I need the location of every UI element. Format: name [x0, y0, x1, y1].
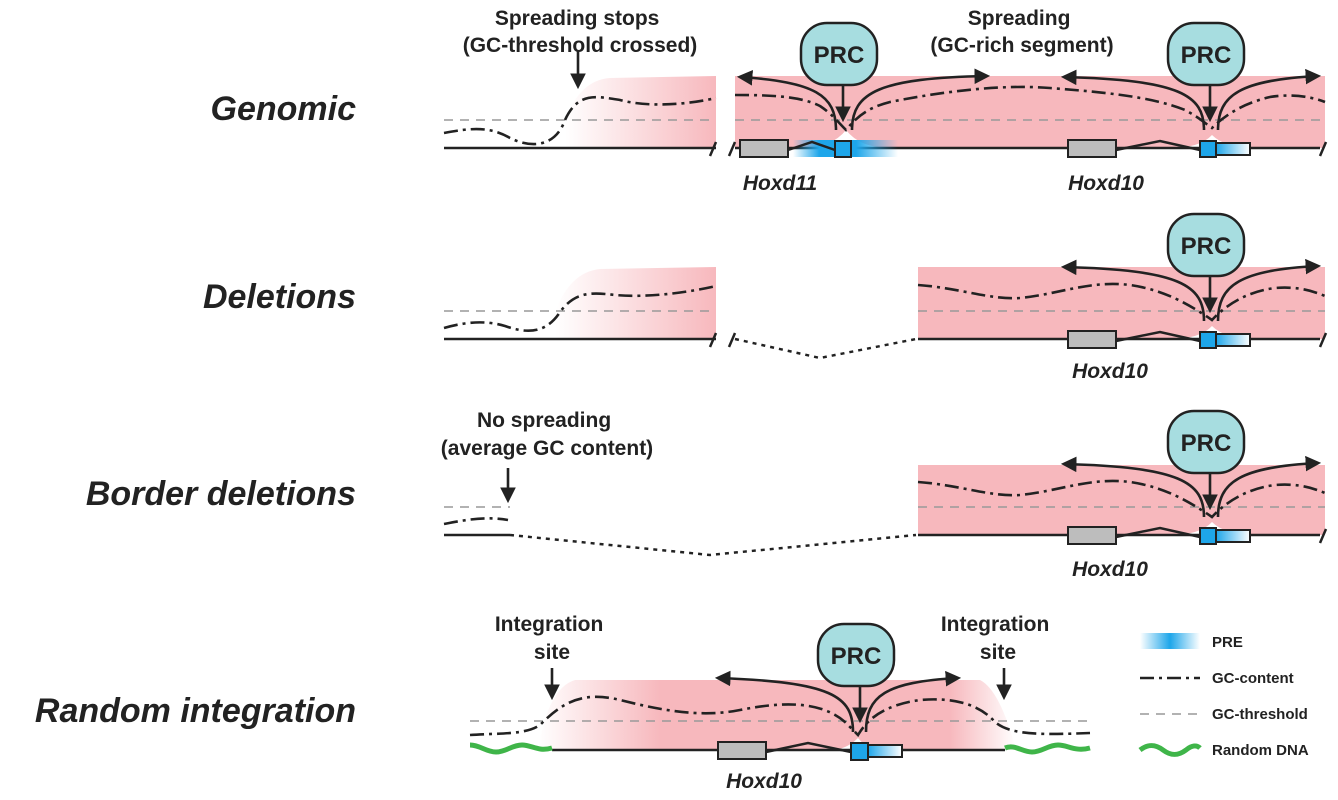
prc-bubble: [1166, 212, 1246, 278]
prc-bubble: [816, 622, 896, 688]
row-genomic: Genomic Spreading stops (GC-threshold cr…: [211, 7, 1328, 195]
gc-content-line: [917, 479, 1326, 519]
pre-element: [850, 742, 869, 761]
gene-label-hoxd10: Hoxd10: [1068, 172, 1144, 195]
legend-item-gc-content: GC-content: [1140, 670, 1294, 687]
pre-element: [1199, 331, 1217, 349]
legend-item-gc-threshold: GC-threshold: [1140, 706, 1308, 723]
spreading-arrow-right: [1216, 455, 1322, 518]
pink-domain-left: [555, 267, 716, 339]
annotation-integration-site-left: Integration site: [495, 613, 609, 664]
gene-label-hoxd10: Hoxd10: [1072, 558, 1148, 581]
row-label-random-integration: Random integration: [35, 692, 356, 730]
legend-label-pre: PRE: [1212, 634, 1243, 651]
prc-complex: PRC: [714, 622, 962, 733]
prc-complex: PRC: [1060, 21, 1322, 131]
spreading-arrow-left: [1060, 456, 1206, 518]
break-mark: [1318, 332, 1328, 348]
prc-label: PRC: [1181, 430, 1232, 457]
prc-label: PRC: [1181, 42, 1232, 69]
gene-box-hoxd10: [1067, 139, 1117, 158]
random-dna-left: [469, 742, 553, 755]
pre-gradient-icon: [1140, 633, 1200, 649]
pre-element: [834, 140, 852, 158]
legend-label-gc-content: GC-content: [1212, 670, 1294, 687]
gc-content-line: [443, 517, 509, 526]
legend: PRE GC-content GC-threshold Random DNA: [1138, 633, 1309, 759]
deleted-region-dotted-line: [509, 533, 917, 557]
pre-tail: [1215, 142, 1251, 156]
random-dna-right: [1004, 742, 1091, 755]
spreading-arrow-left: [1060, 259, 1206, 322]
row-label-genomic: Genomic: [211, 90, 357, 128]
prc-complex: PRC: [1060, 409, 1322, 518]
prc-label: PRC: [831, 643, 882, 670]
break-mark: [727, 141, 737, 157]
gene-box-hoxd11: [739, 139, 789, 158]
pre-element: [1199, 140, 1217, 158]
pre-tail: [1215, 529, 1251, 543]
annotation-no-spreading: No spreading (average GC content): [441, 409, 653, 460]
break-mark: [708, 332, 718, 348]
legend-item-pre: PRE: [1140, 633, 1243, 651]
spreading-arrow-left: [714, 670, 855, 733]
gc-content-line: [443, 284, 717, 332]
gc-content-line: [917, 282, 1326, 322]
legend-item-random-dna: Random DNA: [1138, 742, 1309, 759]
pink-domain-fade-left: [538, 680, 660, 750]
gene-label-hoxd10: Hoxd10: [1072, 360, 1148, 383]
gene-label-hoxd10: Hoxd10: [726, 770, 802, 793]
row-deletions: Deletions Hoxd10 PRC: [203, 212, 1328, 383]
pink-domain-center: [660, 680, 950, 750]
spreading-arrow-left: [736, 70, 838, 131]
pink-domain-right: [918, 267, 1325, 339]
intron-line: [787, 140, 836, 152]
annotation-spreading: Spreading (GC-rich segment): [930, 7, 1113, 57]
prc-bubble: [1166, 21, 1246, 87]
prc-label: PRC: [814, 42, 865, 69]
legend-label-random-dna: Random DNA: [1212, 742, 1309, 759]
green-wavy-line-icon: [1138, 743, 1202, 757]
annotation-integration-site-right: Integration site: [941, 613, 1055, 664]
intron-line: [1115, 330, 1201, 343]
gc-content-line: [469, 695, 1091, 738]
break-mark: [727, 332, 737, 348]
gene-box-hoxd10: [717, 741, 767, 760]
pre-element: [1199, 527, 1217, 545]
row-border-deletions: Border deletions No spreading (average G…: [86, 409, 1328, 581]
prc-bubble: [799, 21, 879, 87]
row-random-integration: Random integration Hoxd10 PRC Integratio…: [35, 613, 1091, 793]
pink-domain-fade-right: [950, 680, 1016, 750]
intron-line: [1115, 526, 1201, 539]
pink-domain-right: [735, 76, 1325, 148]
break-mark: [708, 141, 718, 157]
pink-domain-right: [918, 465, 1325, 535]
row-label-deletions: Deletions: [203, 278, 356, 316]
pre-tail: [867, 744, 903, 758]
spreading-arrow-left: [1060, 69, 1206, 131]
gene-label-hoxd11: Hoxd11: [743, 172, 817, 195]
break-mark: [1318, 141, 1328, 157]
gc-content-line: [734, 85, 1326, 132]
intron-line: [765, 741, 852, 754]
prc-complex: PRC: [736, 21, 991, 131]
spreading-arrow-right: [850, 68, 991, 131]
spreading-arrow-right: [1216, 68, 1322, 131]
spreading-arrow-right: [1216, 258, 1322, 322]
pre-tail: [1215, 333, 1251, 347]
intron-line: [1115, 139, 1201, 152]
gene-box-hoxd10: [1067, 330, 1117, 349]
prc-label: PRC: [1181, 233, 1232, 260]
break-mark: [1318, 528, 1328, 544]
legend-label-gc-threshold: GC-threshold: [1212, 706, 1308, 723]
prc-complex: PRC: [1060, 212, 1322, 322]
row-label-border-deletions: Border deletions: [86, 475, 356, 513]
prc-bubble: [1166, 409, 1246, 475]
pink-domain-left: [565, 76, 716, 148]
gene-box-hoxd10: [1067, 526, 1117, 545]
deleted-region-dotted-line: [734, 337, 917, 360]
annotation-spreading-stops: Spreading stops (GC-threshold crossed): [463, 7, 698, 57]
spreading-arrow-right: [864, 670, 962, 733]
